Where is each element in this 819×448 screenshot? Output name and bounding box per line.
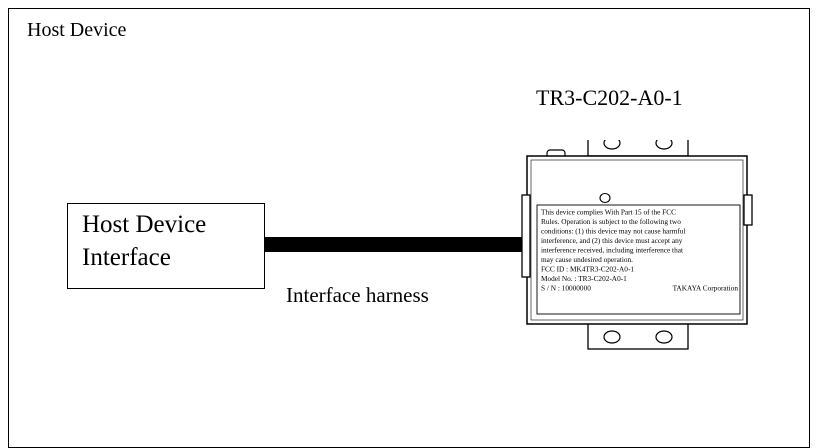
- device-model-label: TR3-C202-A0-1: [536, 85, 683, 110]
- label-line-3: conditions: (1) this device may not caus…: [541, 227, 685, 236]
- label-fcc-id: FCC ID : MK4TR3-C202-A0-1: [541, 265, 634, 274]
- interface-label-line2: Interface: [82, 244, 171, 271]
- host-device-interface-label: Host Device Interface: [82, 208, 206, 274]
- top-left-screw-hole: [603, 140, 621, 150]
- interface-harness-label: Interface harness: [286, 283, 429, 307]
- device-illustration: This device complies With Part 15 of the…: [517, 140, 757, 380]
- label-line-6: may cause undesired operation.: [541, 255, 633, 264]
- bottom-right-screw-hole: [655, 330, 673, 344]
- label-line-4: interference, and (2) this device must a…: [541, 236, 683, 245]
- label-line-5: interference received, including interfe…: [541, 246, 683, 255]
- bottom-mounting-tab: [587, 321, 689, 350]
- device-drawing: This device complies With Part 15 of the…: [521, 140, 753, 350]
- label-line-1: This device complies With Part 15 of the…: [541, 208, 676, 217]
- right-side-connector: [743, 194, 753, 226]
- device-label-text: This device complies With Part 15 of the…: [541, 208, 738, 293]
- label-line-2: Rules. Operation is subject to the follo…: [541, 217, 681, 226]
- interface-harness-cable: [265, 237, 527, 252]
- top-right-screw-hole: [655, 140, 673, 150]
- left-side-connector: [521, 194, 531, 278]
- bottom-left-screw-hole: [603, 330, 621, 344]
- top-mounting-tab: [587, 140, 689, 157]
- host-device-title: Host Device: [27, 19, 127, 41]
- label-serial: S / N : 10000000: [541, 284, 591, 293]
- host-device-interface-box: Host Device Interface: [67, 203, 265, 289]
- label-maker: TAKAYA Corporation: [673, 284, 739, 293]
- device-label-plate: [536, 204, 741, 315]
- interface-label-line1: Host Device: [82, 211, 207, 238]
- center-hole: [599, 192, 611, 204]
- housing-inner-edge: [530, 159, 744, 321]
- label-model-no: Model No. : TR3-C202-A0-1: [541, 274, 627, 283]
